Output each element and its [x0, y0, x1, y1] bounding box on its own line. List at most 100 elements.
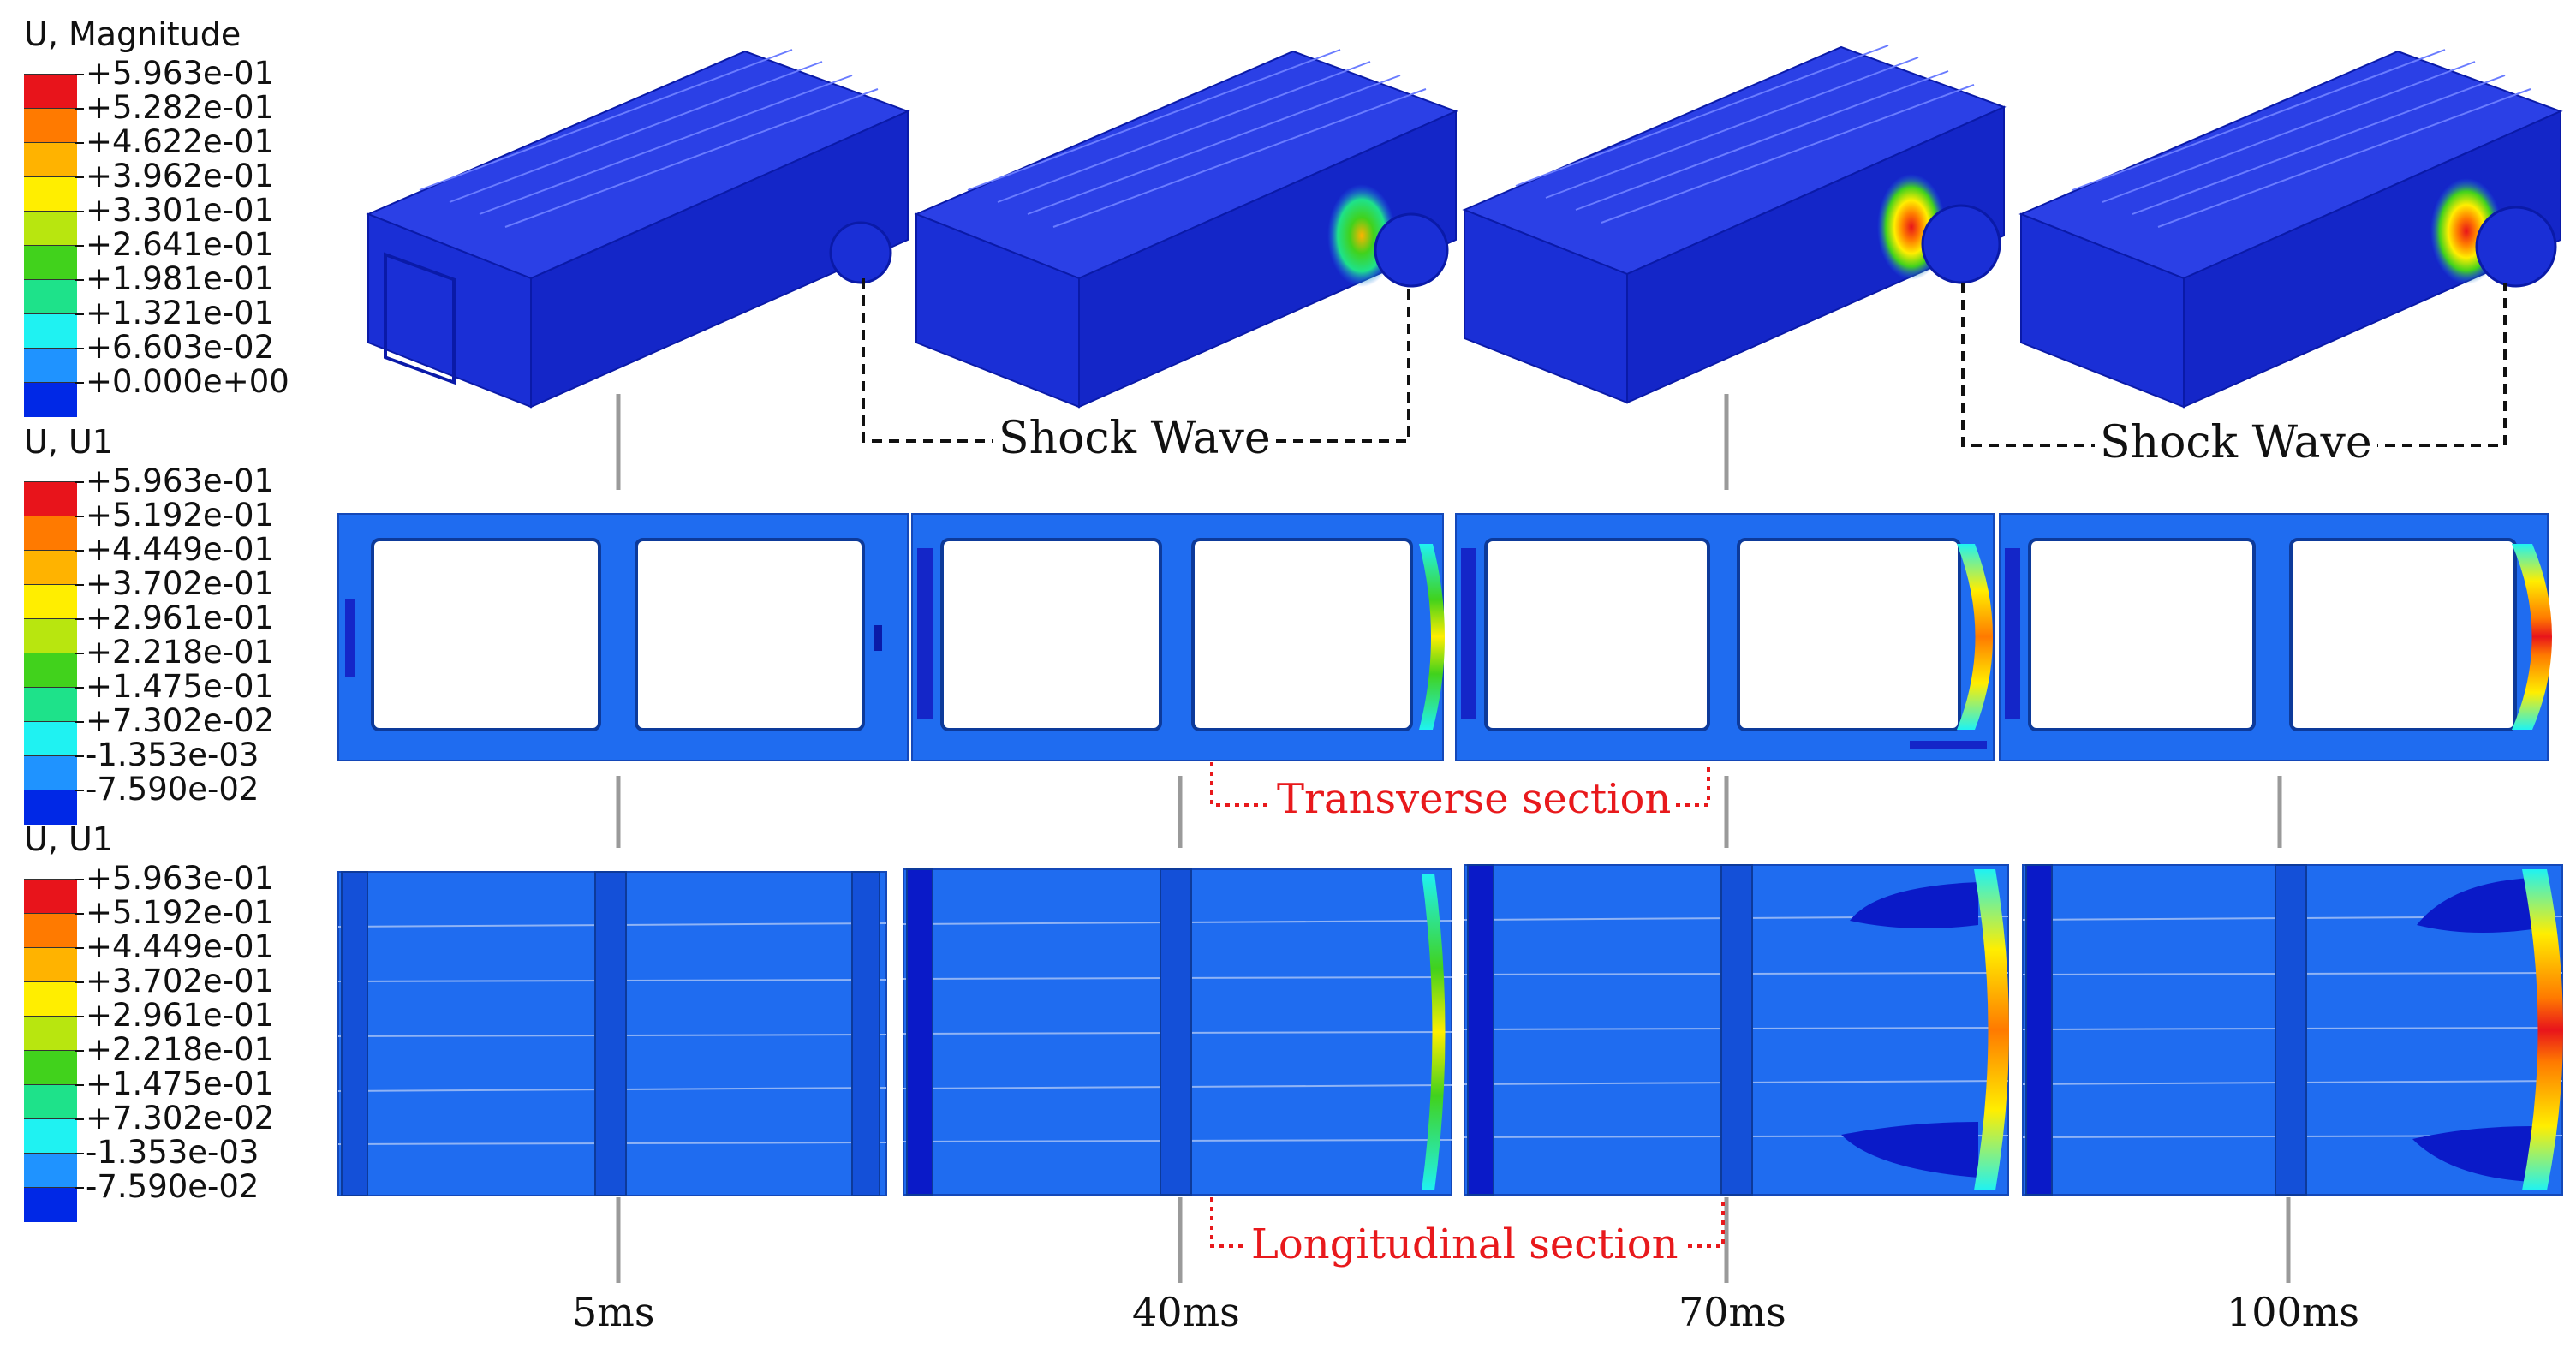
transverse-section-label: Transverse section — [1272, 775, 1677, 823]
legend-value: +3.301e-01 — [86, 192, 275, 229]
legend-swatch — [24, 584, 77, 619]
legend-tick — [75, 1118, 84, 1120]
legend-title: U, U1 — [24, 820, 113, 858]
legend-tick — [75, 1187, 84, 1189]
legend-value: +1.475e-01 — [86, 1065, 275, 1102]
legend-swatch — [24, 981, 77, 1017]
longitudinal-100ms — [2022, 864, 2563, 1196]
legend-swatch — [24, 211, 77, 246]
legend-swatch — [24, 721, 77, 756]
legend-value: +2.641e-01 — [86, 226, 275, 263]
time-label-40ms: 40ms — [1132, 1289, 1240, 1335]
legend-tick — [75, 245, 84, 247]
legend-tick — [75, 348, 84, 349]
legend-swatch — [24, 790, 77, 825]
legend-value: +5.282e-01 — [86, 89, 275, 126]
legend-tick — [75, 1016, 84, 1017]
legend-tick — [75, 74, 84, 75]
legend-swatch — [24, 913, 77, 948]
legend-swatch — [24, 313, 77, 349]
legend-tick — [75, 1153, 84, 1154]
legend-value: -1.353e-03 — [86, 737, 259, 773]
legend-tick — [75, 313, 84, 315]
legend-value: +5.963e-01 — [86, 55, 275, 92]
legend-value: +2.218e-01 — [86, 1031, 275, 1068]
legend-tick — [75, 1084, 84, 1086]
time-label-100ms: 100ms — [2227, 1289, 2360, 1335]
legend-swatch — [24, 176, 77, 212]
legend-tick — [75, 176, 84, 178]
legend-swatch — [24, 1187, 77, 1222]
time-label-5ms: 5ms — [572, 1289, 655, 1335]
model-100ms — [2018, 49, 2563, 409]
legend-value: +4.449e-01 — [86, 928, 275, 965]
legend-value: +2.961e-01 — [86, 599, 275, 636]
legend-tick — [75, 108, 84, 110]
legend-value: -7.590e-02 — [86, 771, 259, 808]
legend-value: +6.603e-02 — [86, 329, 275, 366]
legend-value: +2.961e-01 — [86, 997, 275, 1034]
legend-value: +4.449e-01 — [86, 531, 275, 568]
legend-swatch — [24, 879, 77, 914]
legend-tick — [75, 879, 84, 880]
legend-value: +0.000e+00 — [86, 363, 289, 400]
legend-tick — [75, 755, 84, 757]
legend-tick — [75, 584, 84, 586]
legend-value: -7.590e-02 — [86, 1168, 259, 1205]
legend-value: +1.475e-01 — [86, 668, 275, 705]
legend-swatch — [24, 653, 77, 688]
longitudinal-5ms — [337, 871, 887, 1196]
legend-title: U, Magnitude — [24, 15, 242, 53]
legend-swatch — [24, 279, 77, 314]
legend-swatch — [24, 348, 77, 383]
shock-wave-label-1: Shock Wave — [993, 413, 1276, 464]
legend-swatch — [24, 382, 77, 417]
legend-value: +2.218e-01 — [86, 634, 275, 671]
row-transverse-sections — [337, 513, 2552, 761]
connector-lines — [616, 394, 2291, 1283]
legend-swatch — [24, 687, 77, 722]
legend-value: +5.963e-01 — [86, 462, 275, 499]
shock-wave-brackets — [862, 278, 2507, 447]
legend-swatch — [24, 1050, 77, 1085]
legend-tick — [75, 550, 84, 552]
legend-tick — [75, 1050, 84, 1052]
row-3d-models — [366, 45, 2563, 409]
shock-wave-label-2: Shock Wave — [2095, 417, 2377, 468]
legend-tick — [75, 981, 84, 983]
model-70ms — [1462, 45, 2007, 404]
legend-tick — [75, 790, 84, 791]
legend-swatch — [24, 947, 77, 982]
legend-swatch — [24, 74, 77, 109]
legend-tick — [75, 913, 84, 915]
legend-tick — [75, 279, 84, 281]
legend-value: +1.981e-01 — [86, 260, 275, 297]
legend-swatch — [24, 1118, 77, 1154]
legend-swatch — [24, 142, 77, 177]
legend-tick — [75, 721, 84, 723]
transverse-5ms — [337, 513, 909, 761]
legend-tick — [75, 211, 84, 212]
legend-value: +3.702e-01 — [86, 963, 275, 999]
legend-tick — [75, 481, 84, 483]
legend-swatch — [24, 1016, 77, 1051]
legend-value: +7.302e-02 — [86, 702, 275, 739]
legend-swatch — [24, 245, 77, 280]
legend-tick — [75, 618, 84, 620]
legend-tick — [75, 142, 84, 144]
longitudinal-70ms — [1464, 864, 2009, 1196]
time-label-70ms: 70ms — [1679, 1289, 1786, 1335]
legend-title: U, U1 — [24, 423, 113, 461]
legend-swatch — [24, 618, 77, 653]
legend-tick — [75, 653, 84, 654]
legend-tick — [75, 947, 84, 949]
longitudinal-40ms — [903, 868, 1452, 1196]
longitudinal-section-label: Longitudinal section — [1246, 1220, 1684, 1268]
legend-swatch — [24, 516, 77, 551]
transverse-40ms — [911, 513, 1445, 761]
legend-swatch — [24, 108, 77, 143]
legend-value: +5.192e-01 — [86, 497, 275, 534]
legend-value: -1.353e-03 — [86, 1134, 259, 1171]
